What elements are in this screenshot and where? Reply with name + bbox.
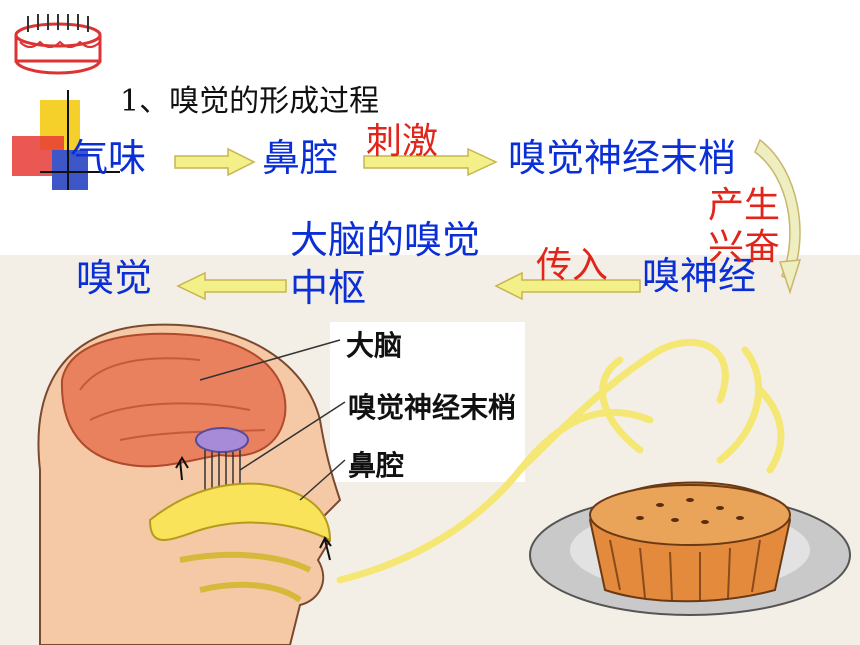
- arrow-curve-down: [754, 138, 802, 295]
- arrow-nerve-to-brain: [494, 271, 641, 301]
- head-profile: [37, 323, 342, 645]
- flow-step-olfactory-nerve: 嗅神经: [642, 254, 757, 298]
- label-panel: [330, 322, 525, 482]
- cake-icon: [14, 14, 102, 75]
- arrow-nasal-to-nerve-ending: [363, 147, 498, 177]
- arrow-label-stimulate: 刺激: [366, 121, 439, 162]
- flow-step-smell: 嗅觉: [76, 256, 153, 300]
- arrow-brain-to-smell: [176, 271, 287, 301]
- arrow-label-excite-line1: 产生: [708, 185, 781, 226]
- arrow-label-transmit: 传入: [536, 245, 609, 286]
- flow-step-odor: 气味: [70, 136, 147, 180]
- cake-plate: [529, 481, 851, 616]
- decorative-squares: [12, 90, 120, 190]
- label-nerve-ending: 嗅觉神经末梢: [348, 391, 517, 424]
- flow-step-brain-center-line2: 中枢: [290, 266, 367, 310]
- leader-lines: [199, 339, 346, 501]
- page-title: 1、嗅觉的形成过程: [120, 84, 380, 119]
- flow-step-nerve-ending: 嗅觉神经末梢: [508, 136, 737, 180]
- label-nasal-cavity: 鼻腔: [348, 449, 405, 482]
- arrow-odor-to-nasal: [174, 147, 256, 177]
- arrow-label-excite-line2: 兴奋: [708, 227, 781, 268]
- flow-step-nasal-cavity: 鼻腔: [262, 136, 339, 180]
- label-brain: 大脑: [346, 329, 403, 362]
- flow-step-brain-center-line1: 大脑的嗅觉: [290, 218, 481, 262]
- smell-wisps: [336, 338, 785, 584]
